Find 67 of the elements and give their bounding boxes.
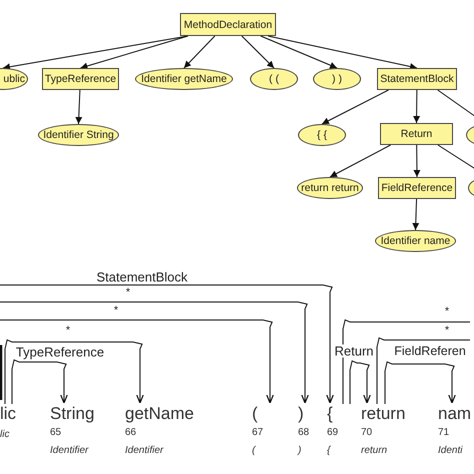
token-word: ) bbox=[298, 404, 304, 423]
token-word: String bbox=[50, 404, 94, 423]
token-number: 65 bbox=[50, 427, 62, 439]
arrow bbox=[350, 360, 371, 404]
node-label: { { bbox=[317, 129, 327, 141]
token-word: getName bbox=[125, 404, 194, 423]
node-box bbox=[42, 68, 119, 90]
arrow bbox=[268, 36, 418, 70]
token-number: 67 bbox=[252, 427, 264, 439]
token-type: return bbox=[361, 445, 388, 457]
arrow bbox=[75, 90, 82, 124]
arrow bbox=[0, 320, 274, 404]
node-label: Identifier name bbox=[380, 235, 450, 247]
arrow bbox=[260, 36, 338, 69]
token-word: { bbox=[327, 404, 333, 423]
arrow bbox=[0, 284, 334, 404]
token-type: Identifier bbox=[50, 445, 88, 457]
arrow bbox=[12, 359, 68, 404]
node-label: ) ) bbox=[332, 73, 342, 85]
arrow bbox=[0, 302, 309, 404]
token-type: ) bbox=[298, 445, 302, 457]
node-label: return return bbox=[301, 182, 359, 194]
arrow bbox=[413, 144, 420, 178]
node-label: Identifier String bbox=[43, 129, 114, 141]
arrow bbox=[184, 36, 216, 68]
node-box bbox=[378, 177, 456, 199]
token-number: 70 bbox=[361, 427, 372, 439]
token-number: 68 bbox=[298, 427, 310, 439]
token-number: 71 bbox=[438, 427, 450, 439]
node-label: Identifier getName bbox=[141, 73, 227, 85]
arrow bbox=[4, 339, 144, 404]
node-ellipse bbox=[250, 68, 298, 90]
edge-label: StatementBlock bbox=[95, 270, 189, 284]
arrow bbox=[322, 90, 389, 124]
arrow bbox=[330, 144, 392, 178]
token-type: Identi bbox=[438, 445, 462, 457]
token-type: lic bbox=[0, 429, 10, 441]
node-label: Return bbox=[400, 128, 432, 140]
node-ellipse bbox=[313, 68, 361, 90]
edge-label: TypeReference bbox=[14, 346, 106, 358]
token-word: ( bbox=[252, 404, 258, 423]
arrow bbox=[413, 90, 420, 124]
token-word: lic bbox=[0, 404, 16, 423]
node-label: StatementBlock bbox=[380, 73, 454, 85]
edge-label: FieldReferen bbox=[393, 344, 467, 358]
token-type: ( bbox=[252, 445, 256, 457]
node-label: MethodDeclaration bbox=[184, 18, 272, 30]
arrow bbox=[412, 198, 420, 230]
edge-label: Return bbox=[333, 344, 375, 358]
node-label: FieldReference bbox=[381, 182, 453, 194]
token-type: { bbox=[327, 445, 330, 457]
node-ellipse bbox=[298, 124, 346, 146]
token-word: return bbox=[361, 404, 406, 423]
node-label: ( ( bbox=[269, 73, 279, 85]
token-number: 69 bbox=[327, 427, 338, 439]
arrow bbox=[80, 36, 188, 70]
node-box bbox=[377, 68, 457, 90]
arrow bbox=[241, 36, 274, 68]
token-type: Identifier bbox=[125, 445, 164, 457]
token-number: 66 bbox=[125, 427, 136, 439]
node-box bbox=[180, 13, 276, 36]
node-box bbox=[380, 123, 453, 145]
arrow bbox=[384, 361, 456, 404]
token-word: nam bbox=[438, 404, 472, 423]
node-label: ublic bbox=[3, 73, 25, 85]
node-label: TypeReference bbox=[44, 73, 116, 85]
arrow bbox=[2, 36, 188, 70]
